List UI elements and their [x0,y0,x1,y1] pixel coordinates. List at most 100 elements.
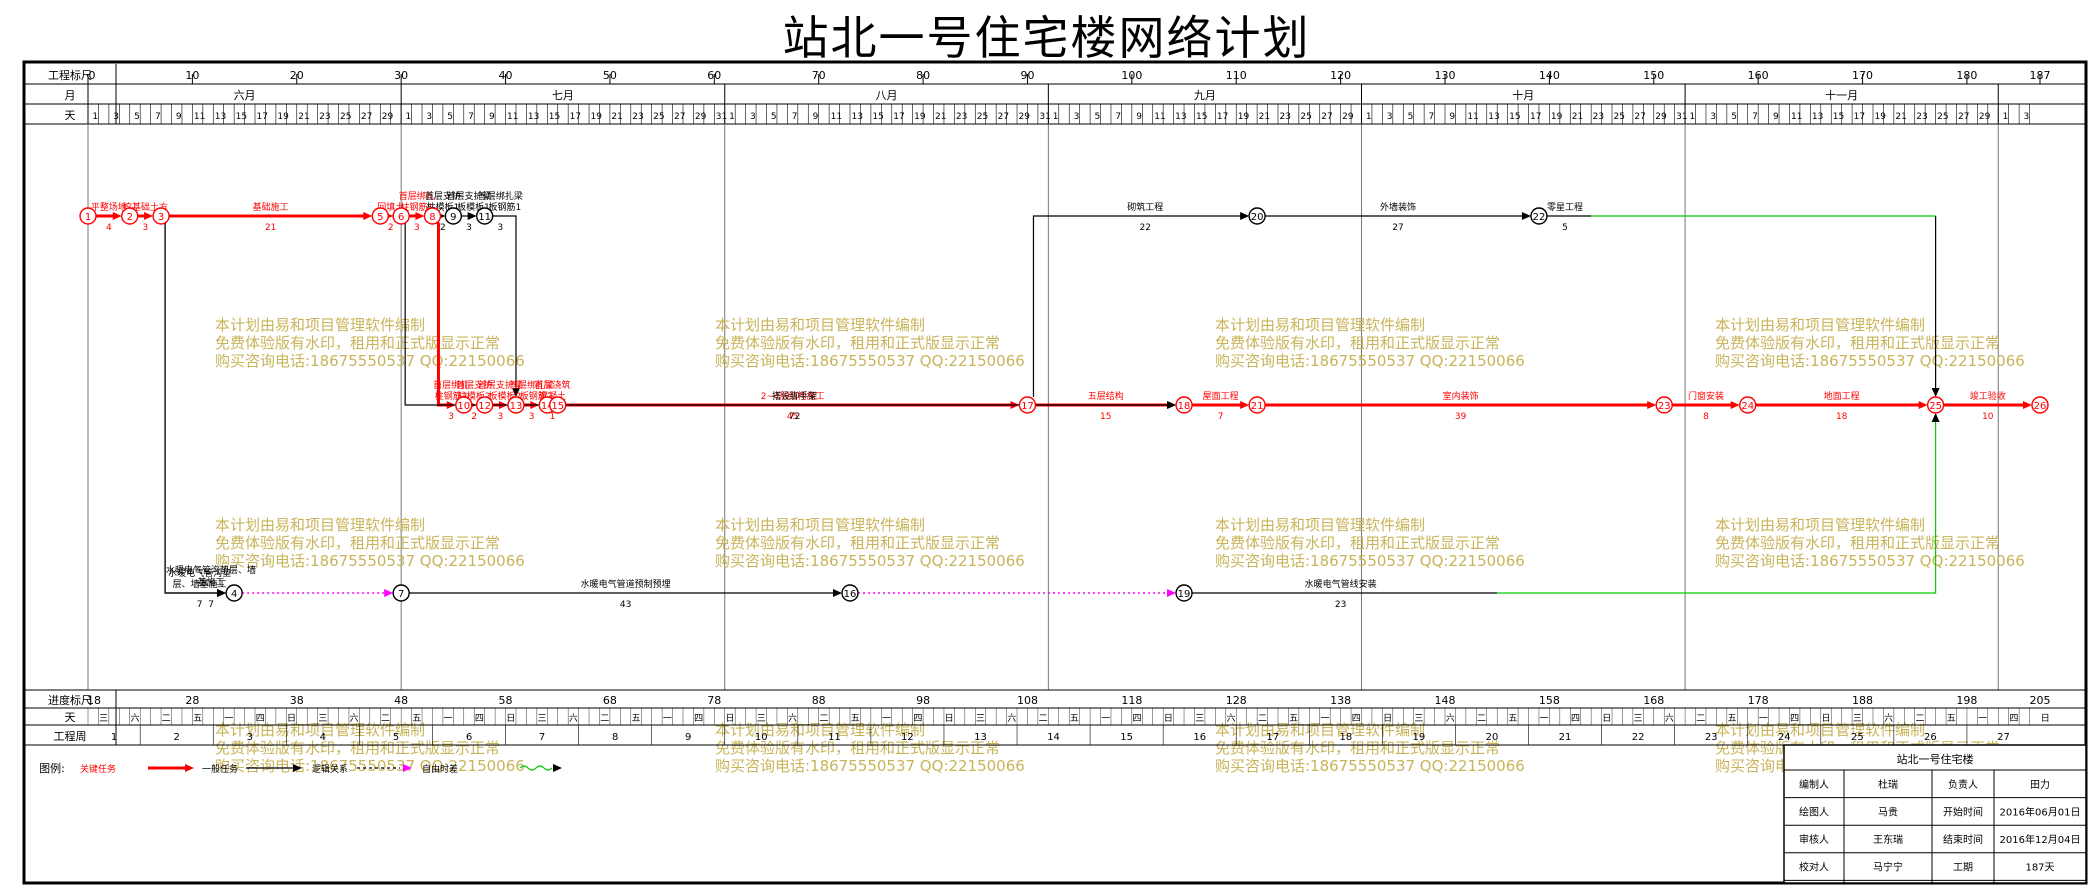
node-circle [841,584,859,602]
day-number: 19 [1238,112,1250,122]
weekday-name: 四 [1133,714,1142,724]
watermark-text: 本计划由易和项目管理软件编制 [1715,516,1925,534]
progress-tick: 138 [1330,694,1351,707]
activity-name: 水暖电气管沟垫 [168,567,231,579]
activity-duration: 3 [414,223,420,233]
activity-duration: 10 [1982,412,1994,422]
event-node: 8 [423,207,442,225]
day-number: 25 [1300,112,1311,122]
week-number: 15 [1120,732,1133,743]
day-number: 29 [1342,112,1354,122]
watermark-group: 本计划由易和项目管理软件编制免费体验版有水印，租用和正式版显示正常购买咨询电话:… [215,316,2025,775]
info-project-name: 站北一号住宅楼 [1897,752,1974,766]
activity-line [164,221,219,594]
day-number: 5 [1408,112,1414,122]
info-table-frame [1783,744,2087,884]
activity-duration: 3 [448,412,454,422]
week-number: 6 [466,732,472,743]
day-number: 5 [447,112,453,122]
day-number: 9 [813,112,819,122]
watermark-text: 免费体验版有水印，租用和正式版显示正常 [1715,334,2000,352]
week-number: 27 [1997,732,2010,743]
node-circle [1175,584,1193,602]
weekday-name: 日 [2041,713,2050,724]
progress-tick: 68 [603,694,617,707]
node-circle [507,396,525,414]
weekday-name: 三 [1634,714,1643,724]
node-number: 16 [844,589,857,600]
weekday-name: 二 [1477,714,1486,724]
month-name: 八月 [876,89,898,102]
day-number: 15 [1196,112,1207,122]
node-number: 7 [398,589,404,600]
weekday-name: 五 [412,714,421,724]
weekday-name: 五 [193,714,202,724]
node-circle [1530,207,1548,225]
activity-duration: 2 [471,412,477,422]
node-circle [444,207,463,225]
activity-name: 竣工验收 [1970,390,2006,402]
scale-tick: 0 [89,69,96,82]
day-number: 25 [1937,112,1948,122]
activity-duration: 15 [1100,412,1111,422]
progress-tick: 98 [916,694,930,707]
weekday-name: 五 [1070,714,1079,724]
event-node: 13 [507,396,525,414]
activity-duration: 18 [1836,412,1848,422]
weekday-name: 一 [1978,714,1987,724]
day-number: 17 [1530,112,1541,122]
node-circle [1739,396,1757,414]
activity-duration: 7 [197,600,203,610]
activity-name: 零星工程 [1547,202,1583,213]
day-number: 23 [1593,112,1604,122]
day-number: 13 [852,112,863,122]
week-label: 工程周 [54,730,87,743]
day-number: 21 [298,112,309,122]
watermark-text: 免费体验版有水印，租用和正式版显示正常 [715,534,1000,552]
weekday-name: 六 [1007,712,1016,724]
day-number: 15 [1833,112,1844,122]
activity-line [404,221,1169,406]
day-number: 3 [1387,112,1393,122]
week-number: 2 [174,732,180,743]
activity-duration: 21 [265,223,276,233]
watermark-text: 免费体验版有水印，租用和正式版显示正常 [215,739,500,757]
day-number: 17 [1854,112,1865,122]
watermark-text: 购买咨询电话:18675550537 QQ:22150066 [1215,757,1525,775]
day-number: 3 [113,112,119,122]
day-number: 7 [792,112,798,122]
node-circle [1248,396,1266,414]
activity-line [492,215,517,389]
weekday-name: 二 [1039,714,1048,724]
activity-name: 首层绑扎梁 [509,379,554,391]
outer-frame [22,60,2088,885]
day-number: 15 [872,112,883,122]
activity-name: 水暖电气管线安装 [1305,578,1377,590]
week-number: 20 [1486,732,1499,743]
arrow-head [1931,388,1940,397]
info-cell: 杜瑞 [1878,778,1898,791]
activity-duration: 7 [208,600,214,610]
day-number: 5 [771,112,777,122]
day-number: 21 [1259,112,1270,122]
weekday-name: 一 [1540,714,1549,724]
node-number: 19 [1178,589,1191,600]
weekday-name: 二 [1915,714,1924,724]
activity-name: 首层绑扎梁 [478,190,523,202]
week-number: 4 [320,732,326,743]
activity-duration: 23 [1335,600,1346,610]
node-number: 23 [1658,401,1671,412]
activity-name: 砌筑工程 [1127,201,1163,213]
month-name: 十月 [1512,88,1534,102]
activity-duration: 45 [787,412,798,422]
day-number: 15 [1509,112,1520,122]
legend: 图例:关键任务一般任务逻辑关系自由时差 [39,761,562,775]
watermark-text: 免费体验版有水印，租用和正式版显示正常 [1215,534,1500,552]
day-number: 5 [1731,112,1737,122]
month-name: 十一月 [1825,88,1858,102]
activity-name: 首层支护 [425,190,461,202]
